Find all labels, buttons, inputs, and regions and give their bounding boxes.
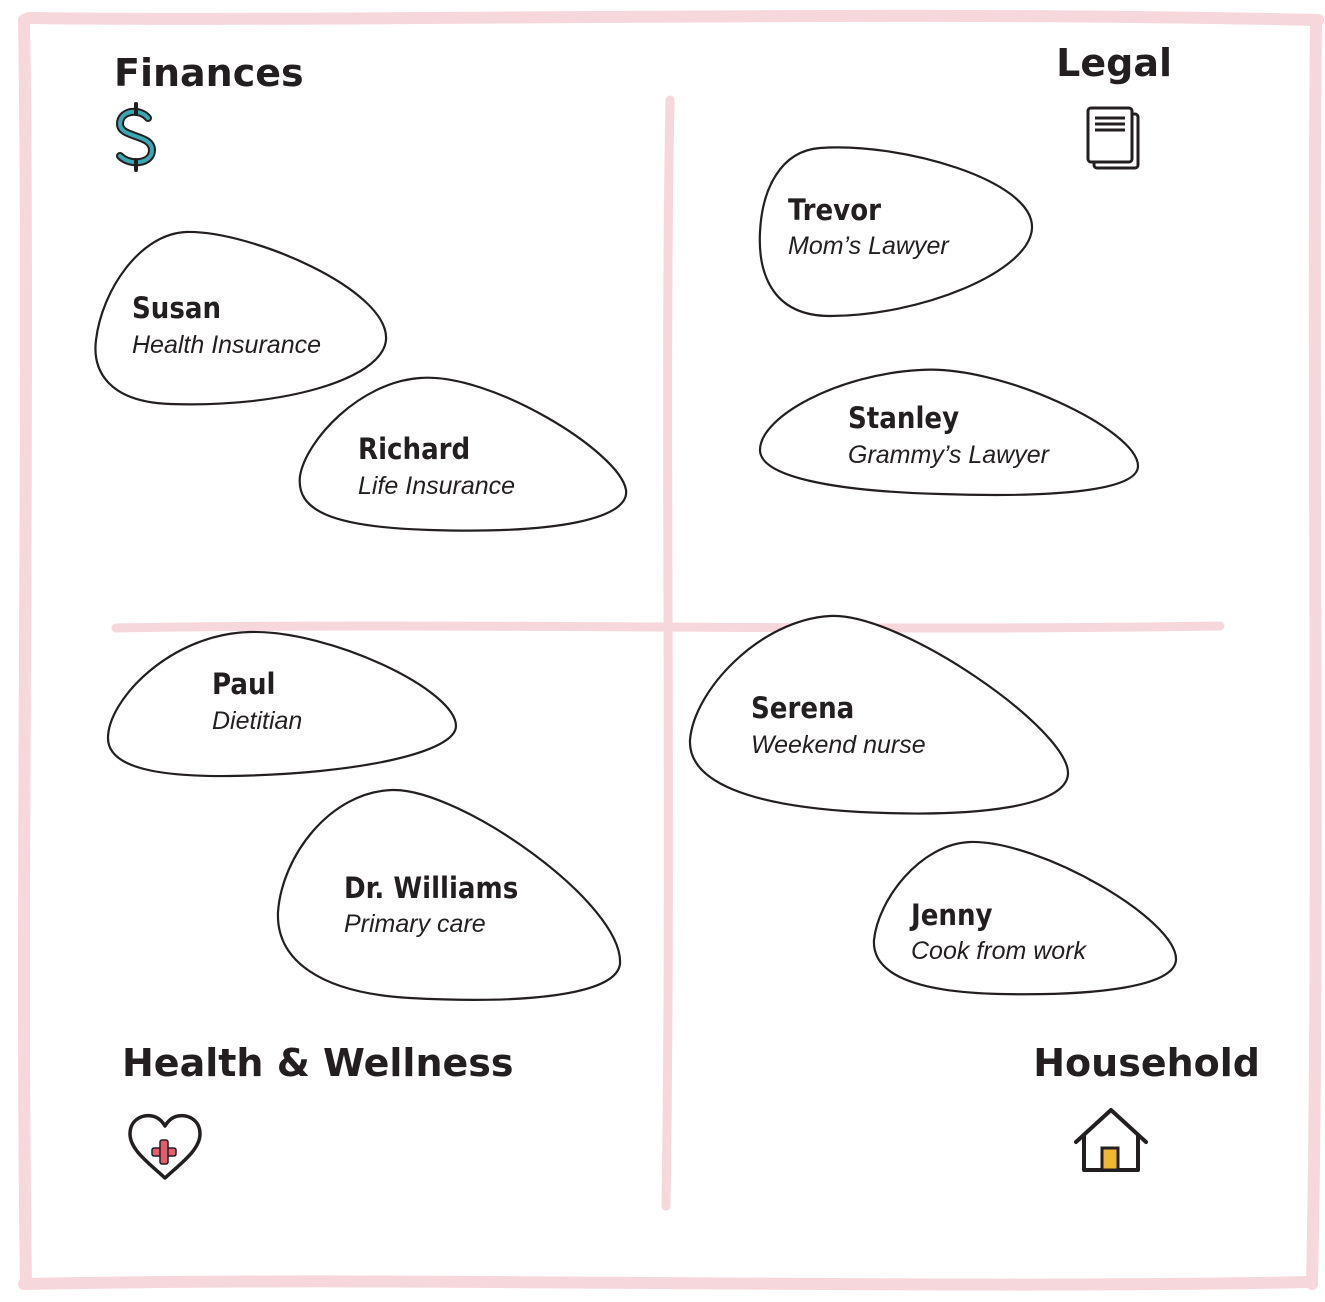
quadrant-title-legal: Legal — [1056, 41, 1172, 85]
person-name: Dr. Williams — [344, 871, 518, 905]
quadrant-title-health: Health & Wellness — [122, 1041, 514, 1085]
person-name: Serena — [751, 691, 854, 725]
person-name: Paul — [212, 667, 275, 701]
document-icon — [1086, 106, 1140, 170]
person-name: Susan — [132, 291, 221, 325]
person-role: Health Insurance — [132, 331, 321, 359]
person-name: Jenny — [909, 898, 993, 932]
quadrant-title-finances: Finances — [114, 51, 304, 95]
person-role: Primary care — [344, 910, 486, 938]
person-name: Stanley — [848, 401, 959, 435]
person-role: Mom’s Lawyer — [788, 232, 950, 260]
person-stanley: Stanley Grammy’s Lawyer — [758, 368, 1140, 497]
person-serena: Serena Weekend nurse — [688, 614, 1070, 815]
person-jenny: Jenny Cook from work — [872, 840, 1178, 996]
quadrant-title-household: Household — [1033, 1041, 1260, 1085]
person-role: Life Insurance — [358, 472, 515, 500]
person-role: Weekend nurse — [751, 731, 926, 759]
person-susan: Susan Health Insurance — [94, 230, 388, 406]
outer-frame — [18, 9, 1324, 1291]
person-trevor: Trevor Mom’s Lawyer — [758, 146, 1034, 318]
dollar-icon — [115, 102, 157, 172]
person-role: Grammy’s Lawyer — [848, 441, 1051, 469]
person-dr-williams: Dr. Williams Primary care — [276, 788, 622, 1001]
house-icon — [1074, 1108, 1148, 1172]
person-role: Dietitian — [212, 707, 302, 735]
heart-plus-icon — [128, 1113, 202, 1180]
quadrant-dividers — [111, 95, 1225, 1211]
person-name: Richard — [358, 432, 470, 466]
person-name: Trevor — [788, 193, 881, 227]
person-richard: Richard Life Insurance — [298, 376, 628, 532]
person-role: Cook from work — [911, 937, 1088, 965]
person-paul: Paul Dietitian — [106, 630, 458, 778]
